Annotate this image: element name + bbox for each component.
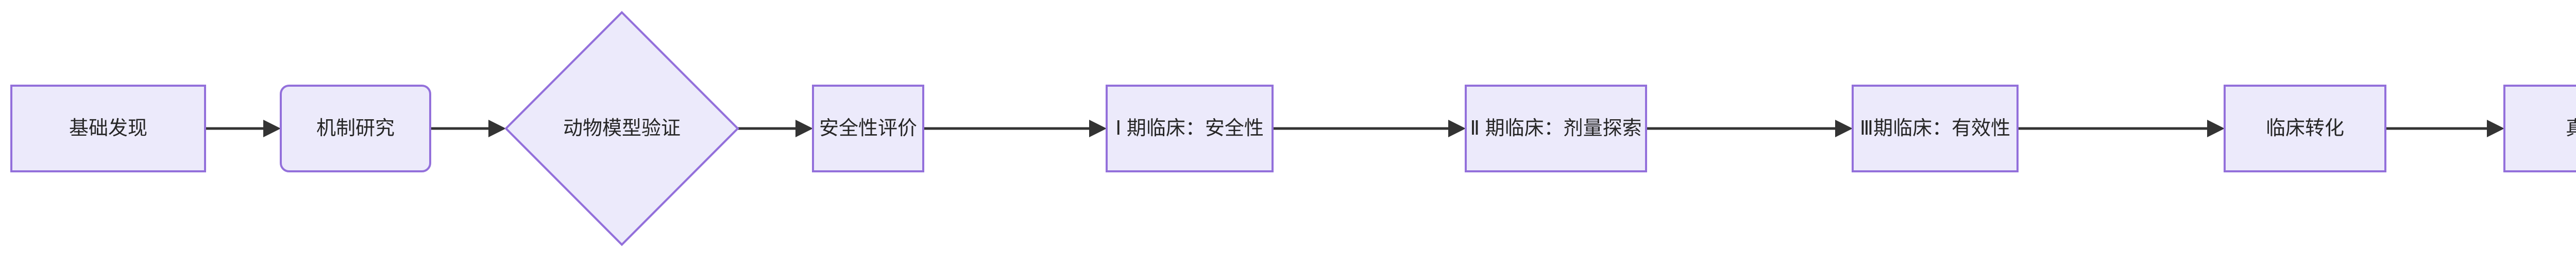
node-label: 真实世界研究 — [2566, 118, 2576, 139]
edge-arrowhead-icon — [1089, 120, 1107, 137]
node-label: 基础发现 — [69, 118, 147, 139]
node-label: 动物模型验证 — [563, 118, 681, 139]
node-rect-shape[interactable] — [1106, 85, 1274, 172]
edge-arrowhead-icon — [488, 120, 506, 137]
flow-edge — [1646, 120, 1853, 137]
flow-node-n3[interactable]: 动物模型验证 — [504, 11, 739, 246]
edge-arrowhead-icon — [2207, 120, 2225, 137]
node-rect-shape[interactable] — [10, 85, 206, 172]
flow-node-n9[interactable]: 真实世界研究 — [2503, 85, 2576, 172]
flow-edge — [738, 120, 813, 137]
edge-layer — [205, 120, 2504, 137]
node-rect-shape[interactable] — [2224, 85, 2386, 172]
flow-edge — [2018, 120, 2225, 137]
flow-node-n8[interactable]: 临床转化 — [2224, 85, 2386, 172]
node-layer: 基础发现 机制研究 动物模型验证 安全性评价 Ⅰ 期临床：安全性 Ⅱ 期临床：剂量探索 Ⅲ期… — [10, 11, 2576, 246]
node-rounded-rect-shape[interactable] — [280, 85, 431, 172]
flow-node-n4[interactable]: 安全性评价 — [812, 85, 924, 172]
flow-edge — [2385, 120, 2504, 137]
node-rect-shape[interactable] — [2503, 85, 2576, 172]
node-label: 安全性评价 — [819, 118, 917, 139]
flow-edge — [923, 120, 1107, 137]
edge-arrowhead-icon — [1835, 120, 1853, 137]
node-label: 临床转化 — [2266, 118, 2344, 139]
flow-edge — [430, 120, 506, 137]
node-label: Ⅰ 期临床：安全性 — [1115, 118, 1264, 139]
flow-node-n2[interactable]: 机制研究 — [280, 85, 431, 172]
flow-node-n7[interactable]: Ⅲ期临床：有效性 — [1852, 85, 2019, 172]
node-label: 机制研究 — [316, 118, 395, 139]
node-rect-shape[interactable] — [1852, 85, 2019, 172]
node-label: Ⅱ 期临床：剂量探索 — [1470, 118, 1641, 139]
edge-arrowhead-icon — [263, 120, 281, 137]
node-diamond-shape[interactable] — [504, 11, 739, 246]
node-label: Ⅲ期临床：有效性 — [1860, 118, 2010, 139]
flow-edge — [205, 120, 281, 137]
flow-node-n5[interactable]: Ⅰ 期临床：安全性 — [1106, 85, 1274, 172]
edge-arrowhead-icon — [795, 120, 813, 137]
node-rect-shape[interactable] — [812, 85, 924, 172]
flow-node-n1[interactable]: 基础发现 — [10, 85, 206, 172]
edge-arrowhead-icon — [1448, 120, 1466, 137]
node-rect-shape[interactable] — [1465, 85, 1647, 172]
edge-arrowhead-icon — [2487, 120, 2504, 137]
flow-edge — [1273, 120, 1466, 137]
flow-node-n6[interactable]: Ⅱ 期临床：剂量探索 — [1465, 85, 1647, 172]
